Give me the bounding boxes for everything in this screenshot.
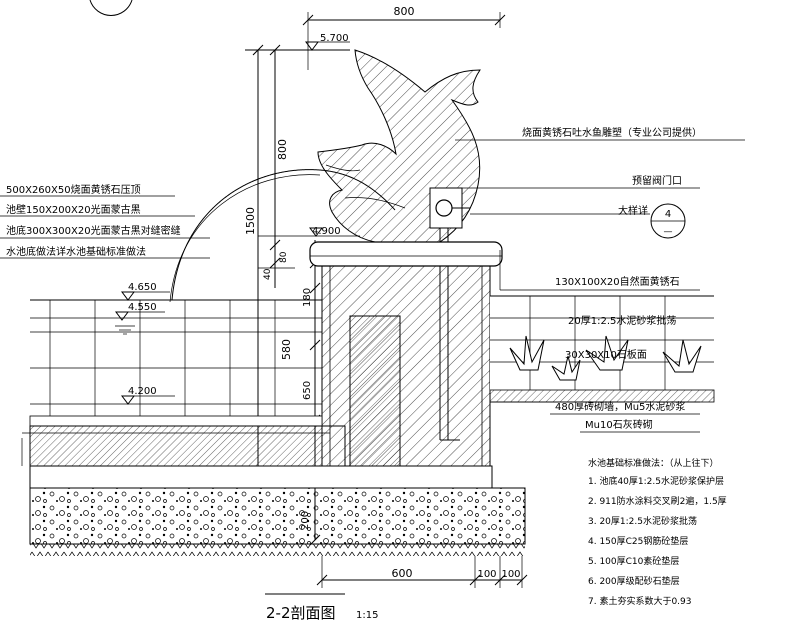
left-notes: 500X260X50烧面黄锈石压顶 池壁150X200X20光面蒙古黑 池底30… xyxy=(0,183,210,259)
pool-water: 4.650 4.550 4.200 xyxy=(30,282,322,416)
foundation-notes: 水池基础标准做法：（从上往下） 1. 池底40厚1:2.5水泥砂浆保护层 2. … xyxy=(588,457,727,607)
svg-text:80: 80 xyxy=(279,251,289,263)
dim-800: 800 xyxy=(394,5,415,18)
svg-text:130X100X20自然面黄锈石: 130X100X20自然面黄锈石 xyxy=(555,275,680,288)
svg-text:Mu10石灰砖砌: Mu10石灰砖砌 xyxy=(585,418,653,431)
foundation-note-3: 3. 20厚1:2.5水泥砂浆批荡 xyxy=(588,515,697,527)
planting-bed xyxy=(489,295,715,403)
svg-text:4.650: 4.650 xyxy=(128,282,157,293)
foundation-note-2: 2. 911防水涂料交叉刷2遍，1.5厚 xyxy=(588,495,727,507)
left-note-1: 500X260X50烧面黄锈石压顶 xyxy=(6,183,141,196)
foundation-notes-title: 水池基础标准做法：（从上往下） xyxy=(588,457,719,469)
svg-text:100: 100 xyxy=(477,569,496,580)
svg-text:580: 580 xyxy=(280,339,293,360)
water-jet-arc xyxy=(171,169,396,301)
svg-text:100: 100 xyxy=(501,569,520,580)
svg-text:650: 650 xyxy=(302,381,313,400)
svg-text:800: 800 xyxy=(276,139,289,160)
foundation-note-6: 6. 200厚级配砂石垫层 xyxy=(588,575,680,587)
svg-text:烧面黄锈石吐水鱼雕塑（专业公司提供）: 烧面黄锈石吐水鱼雕塑（专业公司提供） xyxy=(522,126,702,139)
svg-text:4.200: 4.200 xyxy=(128,386,157,397)
svg-text:1500: 1500 xyxy=(244,207,257,235)
elevation-5700: 5.700 xyxy=(245,33,350,51)
foundation-note-4: 4. 150厚C25钢筋砼垫层 xyxy=(588,535,688,547)
foundation-note-5: 5. 100厚C10素砼垫层 xyxy=(588,555,679,567)
svg-text:40: 40 xyxy=(263,268,273,280)
svg-text:4: 4 xyxy=(665,209,671,220)
svg-text:—: — xyxy=(664,227,673,237)
top-dimension: 800 xyxy=(302,5,506,70)
pedestal-wall xyxy=(321,265,491,467)
foundation-note-1: 1. 池底40厚1:2.5水泥砂浆保护层 xyxy=(588,475,724,487)
drawing-scale: 1:15 xyxy=(356,610,378,621)
right-labels: 烧面黄锈石吐水鱼雕塑（专业公司提供） 预留阀门口 大样详 4 — 130X100… xyxy=(455,126,745,433)
drawing-title: 2-2剖面图 1:15 xyxy=(265,593,378,622)
left-note-2: 池壁150X200X20光面蒙古黑 xyxy=(6,203,141,216)
svg-text:预留阀门口: 预留阀门口 xyxy=(632,174,682,187)
left-note-4: 水池底做法详水池基础标准做法 xyxy=(6,245,146,258)
detail-bubble-fragment xyxy=(89,0,133,16)
bottom-dimensions: 600 100 100 xyxy=(316,556,528,588)
svg-text:大样详: 大样详 xyxy=(618,204,648,217)
left-note-3: 池底300X300X20光面蒙古黑对缝密缝 xyxy=(6,224,181,237)
svg-text:480厚砖砌墙，Mu5水泥砂浆: 480厚砖砌墙，Mu5水泥砂浆 xyxy=(555,400,685,413)
svg-text:30X30X10石板面: 30X30X10石板面 xyxy=(565,348,647,361)
svg-text:180: 180 xyxy=(302,288,313,307)
svg-text:4.900: 4.900 xyxy=(312,226,341,237)
svg-text:4.550: 4.550 xyxy=(128,302,157,313)
svg-text:600: 600 xyxy=(392,567,413,580)
foundation-note-7: 7. 素土夯实系数大于0.93 xyxy=(588,595,692,607)
svg-text:5.700: 5.700 xyxy=(320,33,349,44)
drawing-title-text: 2-2剖面图 xyxy=(266,604,336,622)
svg-text:20厚1:2.5水泥砂浆批荡: 20厚1:2.5水泥砂浆批荡 xyxy=(568,314,676,327)
coping-stone xyxy=(309,241,503,267)
pool-floor-layers xyxy=(21,415,526,556)
